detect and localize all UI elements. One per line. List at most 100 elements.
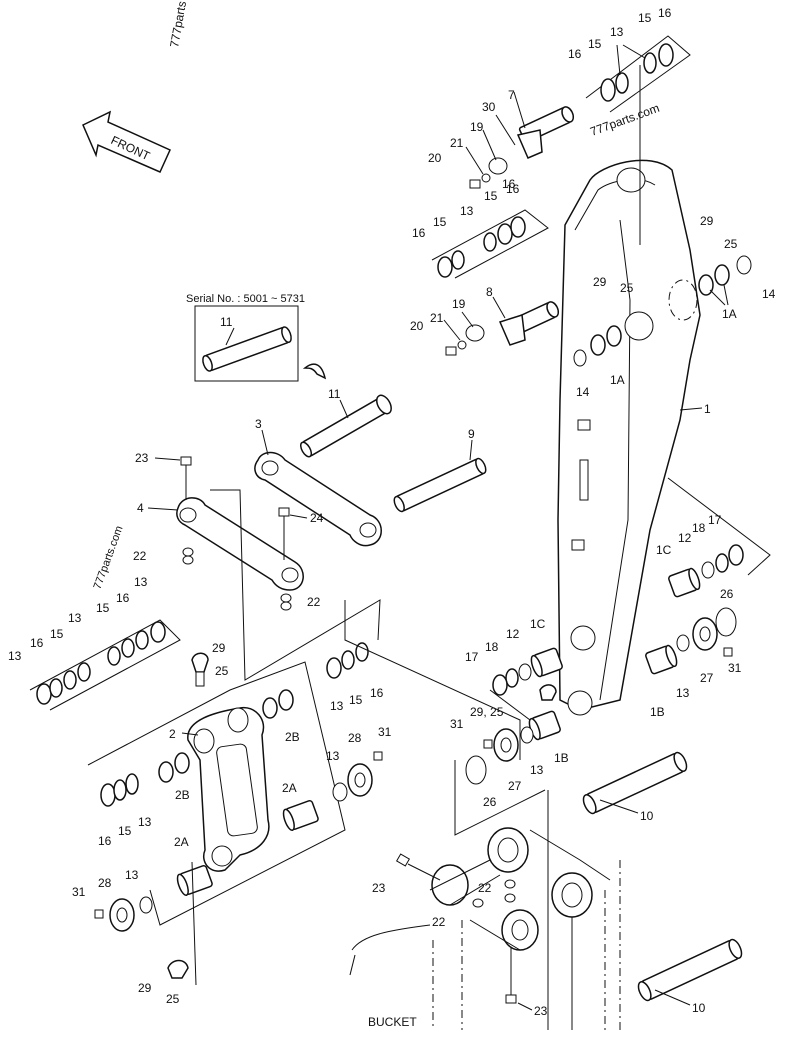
label-27-a: 27 (700, 671, 714, 685)
label-13-j: 13 (138, 815, 152, 829)
label-23-c: 23 (534, 1004, 548, 1018)
plate-28-mid: 28 13 31 (326, 725, 392, 802)
label-16-c: 16 (658, 6, 672, 20)
arm: 1 (557, 159, 711, 716)
label-22-a: 22 (133, 549, 147, 563)
label-19-b: 19 (452, 297, 466, 311)
label-1C-a: 1C (656, 543, 672, 557)
label-22-d: 22 (432, 915, 446, 929)
label-2A-a: 2A (282, 781, 297, 795)
bushing-group-1A: 29 25 14 1A 29 25 14 1A (573, 214, 776, 399)
label-20: 20 (428, 151, 442, 165)
label-2: 2 (169, 727, 176, 741)
bucket-bracket: BUCKET (344, 600, 621, 1030)
link-2: 2 (169, 706, 270, 872)
washer-stack-top: 16 15 13 15 16 (568, 6, 691, 245)
label-2B-b: 2B (175, 788, 190, 802)
pin-8-group: 8 19 21 20 (410, 285, 560, 356)
label-26-a: 26 (720, 587, 734, 601)
label-31-c: 31 (728, 661, 742, 675)
bolt-23-bottom: 23 (505, 948, 548, 1018)
label-27-b: 27 (508, 779, 522, 793)
label-29-b: 29 (593, 275, 607, 289)
label-9: 9 (468, 427, 475, 441)
label-7: 7 (508, 88, 515, 102)
label-1: 1 (704, 402, 711, 416)
label-29-25-b: 29, 25 (470, 705, 504, 719)
label-1C-b: 1C (530, 617, 546, 631)
label-13-i: 13 (330, 699, 344, 713)
label-2A-b: 2A (174, 835, 189, 849)
label-16-i: 16 (370, 686, 384, 700)
label-24: 24 (310, 511, 324, 525)
bolt-24: 24 22 (278, 507, 324, 611)
pin-10-lower: 10 (637, 938, 743, 1015)
label-18-a: 18 (692, 521, 706, 535)
bushings-2B: 2B 2B (158, 689, 300, 802)
label-16-e: 16 (506, 182, 520, 196)
grease-fitting-left: 29 25 (191, 641, 229, 687)
label-15-j: 15 (118, 824, 132, 838)
label-19: 19 (470, 120, 484, 134)
label-29-c: 29 (212, 641, 226, 655)
label-15-i: 15 (349, 693, 363, 707)
label-16-b: 16 (568, 47, 582, 61)
label-26-b: 26 (483, 795, 497, 809)
label-16-f: 16 (30, 636, 44, 650)
label-14-a: 14 (762, 287, 776, 301)
link-4: 4 (137, 497, 304, 591)
label-18-b: 18 (485, 640, 499, 654)
label-13-l: 13 (326, 749, 340, 763)
label-25-d: 25 (166, 992, 180, 1006)
bushing-group-1B-left: 1B 13 27 26 31 (450, 710, 569, 836)
label-28-b: 28 (348, 731, 362, 745)
label-30: 30 (482, 100, 496, 114)
pin-10-upper: 10 (582, 751, 688, 823)
serial-label: Serial No. : 5001 ~ 5731 (186, 293, 305, 305)
label-16-d: 16 (412, 226, 426, 240)
label-16-g: 16 (116, 591, 130, 605)
label-23-a: 23 (135, 451, 149, 465)
label-13-m: 13 (676, 686, 690, 700)
label-15-d: 15 (433, 215, 447, 229)
label-4: 4 (137, 501, 144, 515)
label-13-f: 13 (8, 649, 22, 663)
bolt-23-mid: 23 22 22 (372, 853, 516, 929)
label-14-b: 14 (576, 385, 590, 399)
front-arrow: FRONT (82, 110, 171, 173)
label-2B-a: 2B (285, 730, 300, 744)
label-17-a: 17 (708, 513, 722, 527)
label-20-b: 20 (410, 319, 424, 333)
bushings-2A: 2A 2A (174, 781, 319, 986)
label-21: 21 (450, 136, 464, 150)
label-13-h: 13 (134, 575, 148, 589)
label-15-c: 15 (638, 11, 652, 25)
label-31-a: 31 (72, 885, 86, 899)
plate-28-left: 28 13 31 (72, 868, 153, 932)
label-3: 3 (255, 417, 262, 431)
label-22-c: 22 (478, 881, 492, 895)
label-15-f: 15 (50, 627, 64, 641)
bushing-group-1C-lower: 1C 12 18 17 29, 25 (465, 617, 563, 721)
bucket-label: BUCKET (368, 1015, 417, 1029)
label-31-d: 31 (450, 717, 464, 731)
pin-7-group: 7 30 19 21 20 16 (428, 88, 575, 191)
label-12-a: 12 (678, 531, 692, 545)
bushing-group-1C-upper: 1C 12 18 17 (656, 477, 771, 598)
serial-box: Serial No. : 5001 ~ 5731 11 (186, 293, 327, 382)
label-23-b: 23 (372, 881, 386, 895)
label-22-b: 22 (307, 595, 321, 609)
label-1B-a: 1B (650, 705, 665, 719)
watermark-arm: 777parts.com (588, 101, 661, 139)
label-29-d: 29 (138, 981, 152, 995)
label-25-b: 25 (620, 281, 634, 295)
label-15-e: 15 (484, 189, 498, 203)
label-16-a: 16 (502, 177, 516, 191)
pin-9: 9 (393, 427, 487, 513)
label-13-n: 13 (530, 763, 544, 777)
pin-11: 11 (299, 387, 392, 458)
label-13-g: 13 (68, 611, 82, 625)
watermark-left: 777parts.com (92, 524, 126, 591)
bolt-23-top: 23 22 (133, 451, 194, 565)
